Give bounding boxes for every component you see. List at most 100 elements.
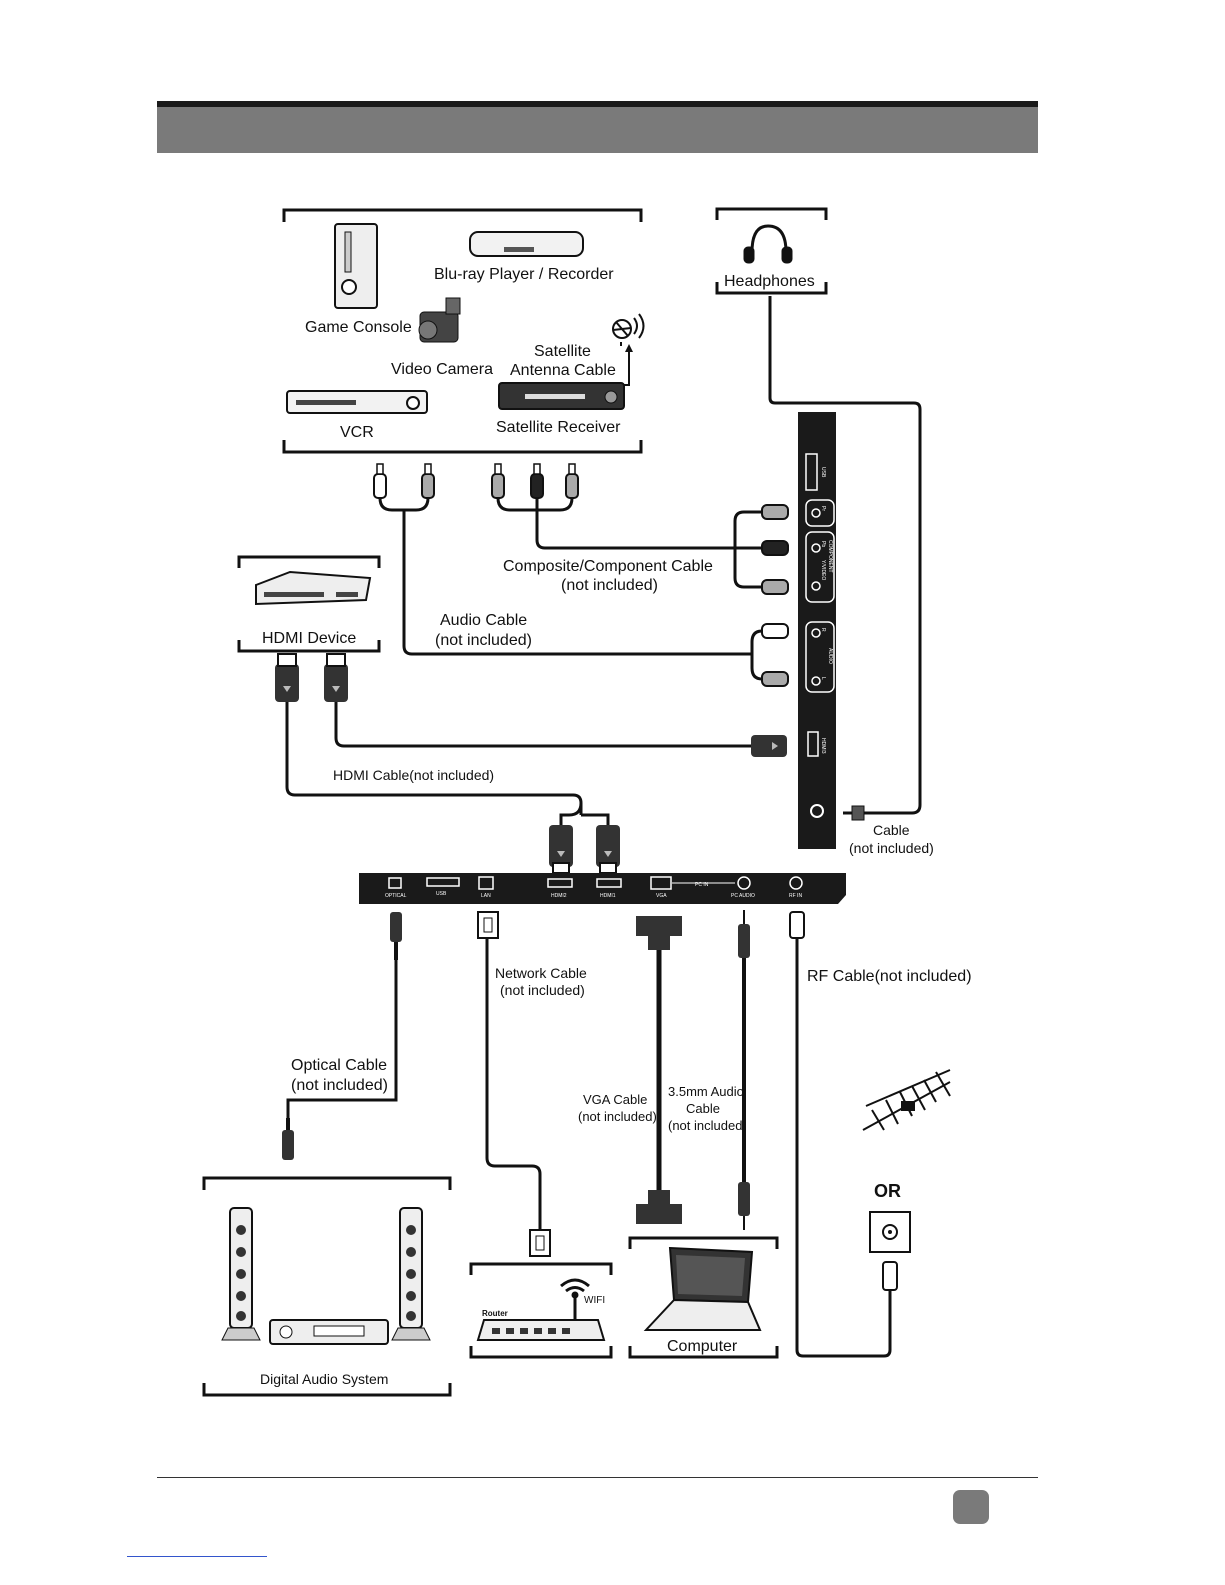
component-side-plugs [761, 504, 789, 595]
bottom-port-vga: VGA [656, 893, 667, 899]
bottom-port-hdmi1: HDMI1 [600, 893, 616, 899]
vga-cable-label-1: VGA Cable [583, 1092, 647, 1107]
bottom-port-pcaudio: PC AUDIO [731, 893, 755, 899]
bottom-link-underline [127, 1556, 267, 1557]
side-port-hdmi: HDMI3 [820, 738, 826, 754]
footer-rule [157, 1477, 1038, 1478]
antenna-icon [862, 1069, 951, 1131]
router-bracket [469, 1262, 613, 1359]
hdmi-device-label: HDMI Device [262, 630, 356, 647]
av-receiver-icon [269, 1319, 389, 1345]
hdmi-device-icon [255, 570, 372, 606]
side-port-audio: AUDIO [827, 648, 833, 664]
digital-audio-bracket [202, 1176, 452, 1397]
vga-plug-top [636, 916, 682, 950]
satellite-receiver-label: Satellite Receiver [496, 419, 621, 436]
bottom-port-optical: OPTICAL [385, 893, 407, 899]
hdmi-side-plug [751, 735, 787, 757]
audio-cable-label-2: (not included) [435, 632, 532, 649]
hdmi-bottom-plugs [549, 825, 620, 874]
game-console-icon [334, 223, 378, 309]
headphone-cable-label-2: (not included) [849, 840, 934, 856]
bottom-port-lan: LAN [481, 893, 491, 899]
antenna-cable-line [617, 350, 630, 386]
audio-side-plugs [761, 623, 789, 687]
composite-cable-label-1: Composite/Component Cable [503, 558, 713, 575]
video-camera-label: Video Camera [391, 361, 493, 378]
network-cable-label-2: (not included) [500, 982, 585, 998]
rf-plug-bottom [882, 1261, 898, 1291]
bluray-label: Blu-ray Player / Recorder [434, 266, 614, 283]
component-cable [496, 497, 762, 589]
speaker-right-icon [391, 1207, 431, 1341]
rca-component-pb-plug [530, 463, 544, 499]
audio35-label-2: Cable [686, 1101, 720, 1116]
headphones-cable [768, 296, 922, 815]
side-port-usb: USB [820, 467, 826, 478]
hdmi-cable-to-side [334, 702, 752, 748]
computer-bracket [628, 1236, 779, 1359]
rca-audio-gray-plug [421, 463, 435, 499]
antenna-arrow [625, 344, 633, 352]
wifi-icon [560, 1278, 590, 1299]
rca-audio-white-plug [373, 463, 387, 499]
or-label: OR [874, 1181, 901, 1201]
tv-bottom-panel: OPTICAL USB LAN HDMI2 HDMI1 VGA PC IN PC… [359, 873, 846, 904]
network-cable-label-1: Network Cable [495, 965, 587, 981]
composite-cable-label-2: (not included) [561, 577, 658, 594]
hdmi-device-bracket [237, 555, 381, 653]
optical-plug-bottom [282, 1118, 294, 1160]
satellite-dish-icon [612, 313, 645, 346]
hdmi-device-plug-right [323, 653, 349, 703]
wall-outlet-icon [869, 1211, 911, 1253]
satellite-label-line1: Satellite [534, 343, 591, 360]
audio35-label-1: 3.5mm Audio [668, 1084, 744, 1099]
side-port-yvideo: Y/VIDEO [820, 560, 826, 580]
bottom-port-pcin: PC IN [695, 882, 709, 888]
bottom-port-hdmi2: HDMI2 [551, 893, 567, 899]
audio35-plug-top [738, 910, 750, 958]
laptop-icon [643, 1246, 762, 1331]
video-camera-icon [418, 297, 461, 343]
headphones-bracket [715, 207, 828, 295]
optical-cable-label-2: (not included) [291, 1077, 388, 1094]
side-port-l: L [820, 677, 826, 680]
bottom-port-usb: USB [436, 891, 447, 897]
wifi-label: WIFI [584, 1295, 605, 1306]
router-label: Router [482, 1309, 508, 1318]
audio-cable [378, 497, 763, 681]
side-port-pb: Pb [820, 541, 826, 547]
source-devices-bracket [282, 208, 643, 454]
optical-plug-top [390, 912, 402, 960]
rf-plug-top [789, 911, 805, 939]
audio35-label-3: (not included) [668, 1118, 747, 1133]
lan-plug-bottom [529, 1229, 551, 1257]
optical-cable-label-1: Optical Cable [291, 1057, 387, 1074]
game-console-label: Game Console [305, 319, 412, 336]
headphone-jack-plug [843, 805, 865, 821]
computer-label: Computer [667, 1338, 738, 1355]
hdmi-device-plug-left [274, 653, 300, 703]
lan-plug-top [477, 911, 499, 939]
audio-cable-label-1: Audio Cable [440, 612, 527, 629]
satellite-label-line2: Antenna Cable [510, 362, 616, 379]
audio35-plug-bottom [738, 1182, 750, 1230]
rf-cable [795, 938, 892, 1358]
digital-audio-label: Digital Audio System [260, 1371, 388, 1387]
network-cable [485, 938, 542, 1230]
router-icon [476, 1298, 606, 1341]
section-header-bar [157, 101, 1038, 153]
satellite-receiver-icon [498, 382, 625, 410]
vga-plug-bottom [636, 1190, 682, 1224]
speaker-left-icon [221, 1207, 261, 1341]
vcr-icon [286, 390, 428, 414]
bluray-player-icon [469, 231, 584, 257]
side-port-component: COMPONENT [827, 540, 833, 573]
headphone-cable-label-1: Cable [873, 822, 910, 838]
side-port-pr: Pr [820, 506, 826, 511]
rca-component-y-plug [565, 463, 579, 499]
vga-cable-label-2: (not included) [578, 1109, 657, 1124]
rca-component-pr-plug [491, 463, 505, 499]
hdmi-cable-label: HDMI Cable(not included) [333, 767, 494, 783]
